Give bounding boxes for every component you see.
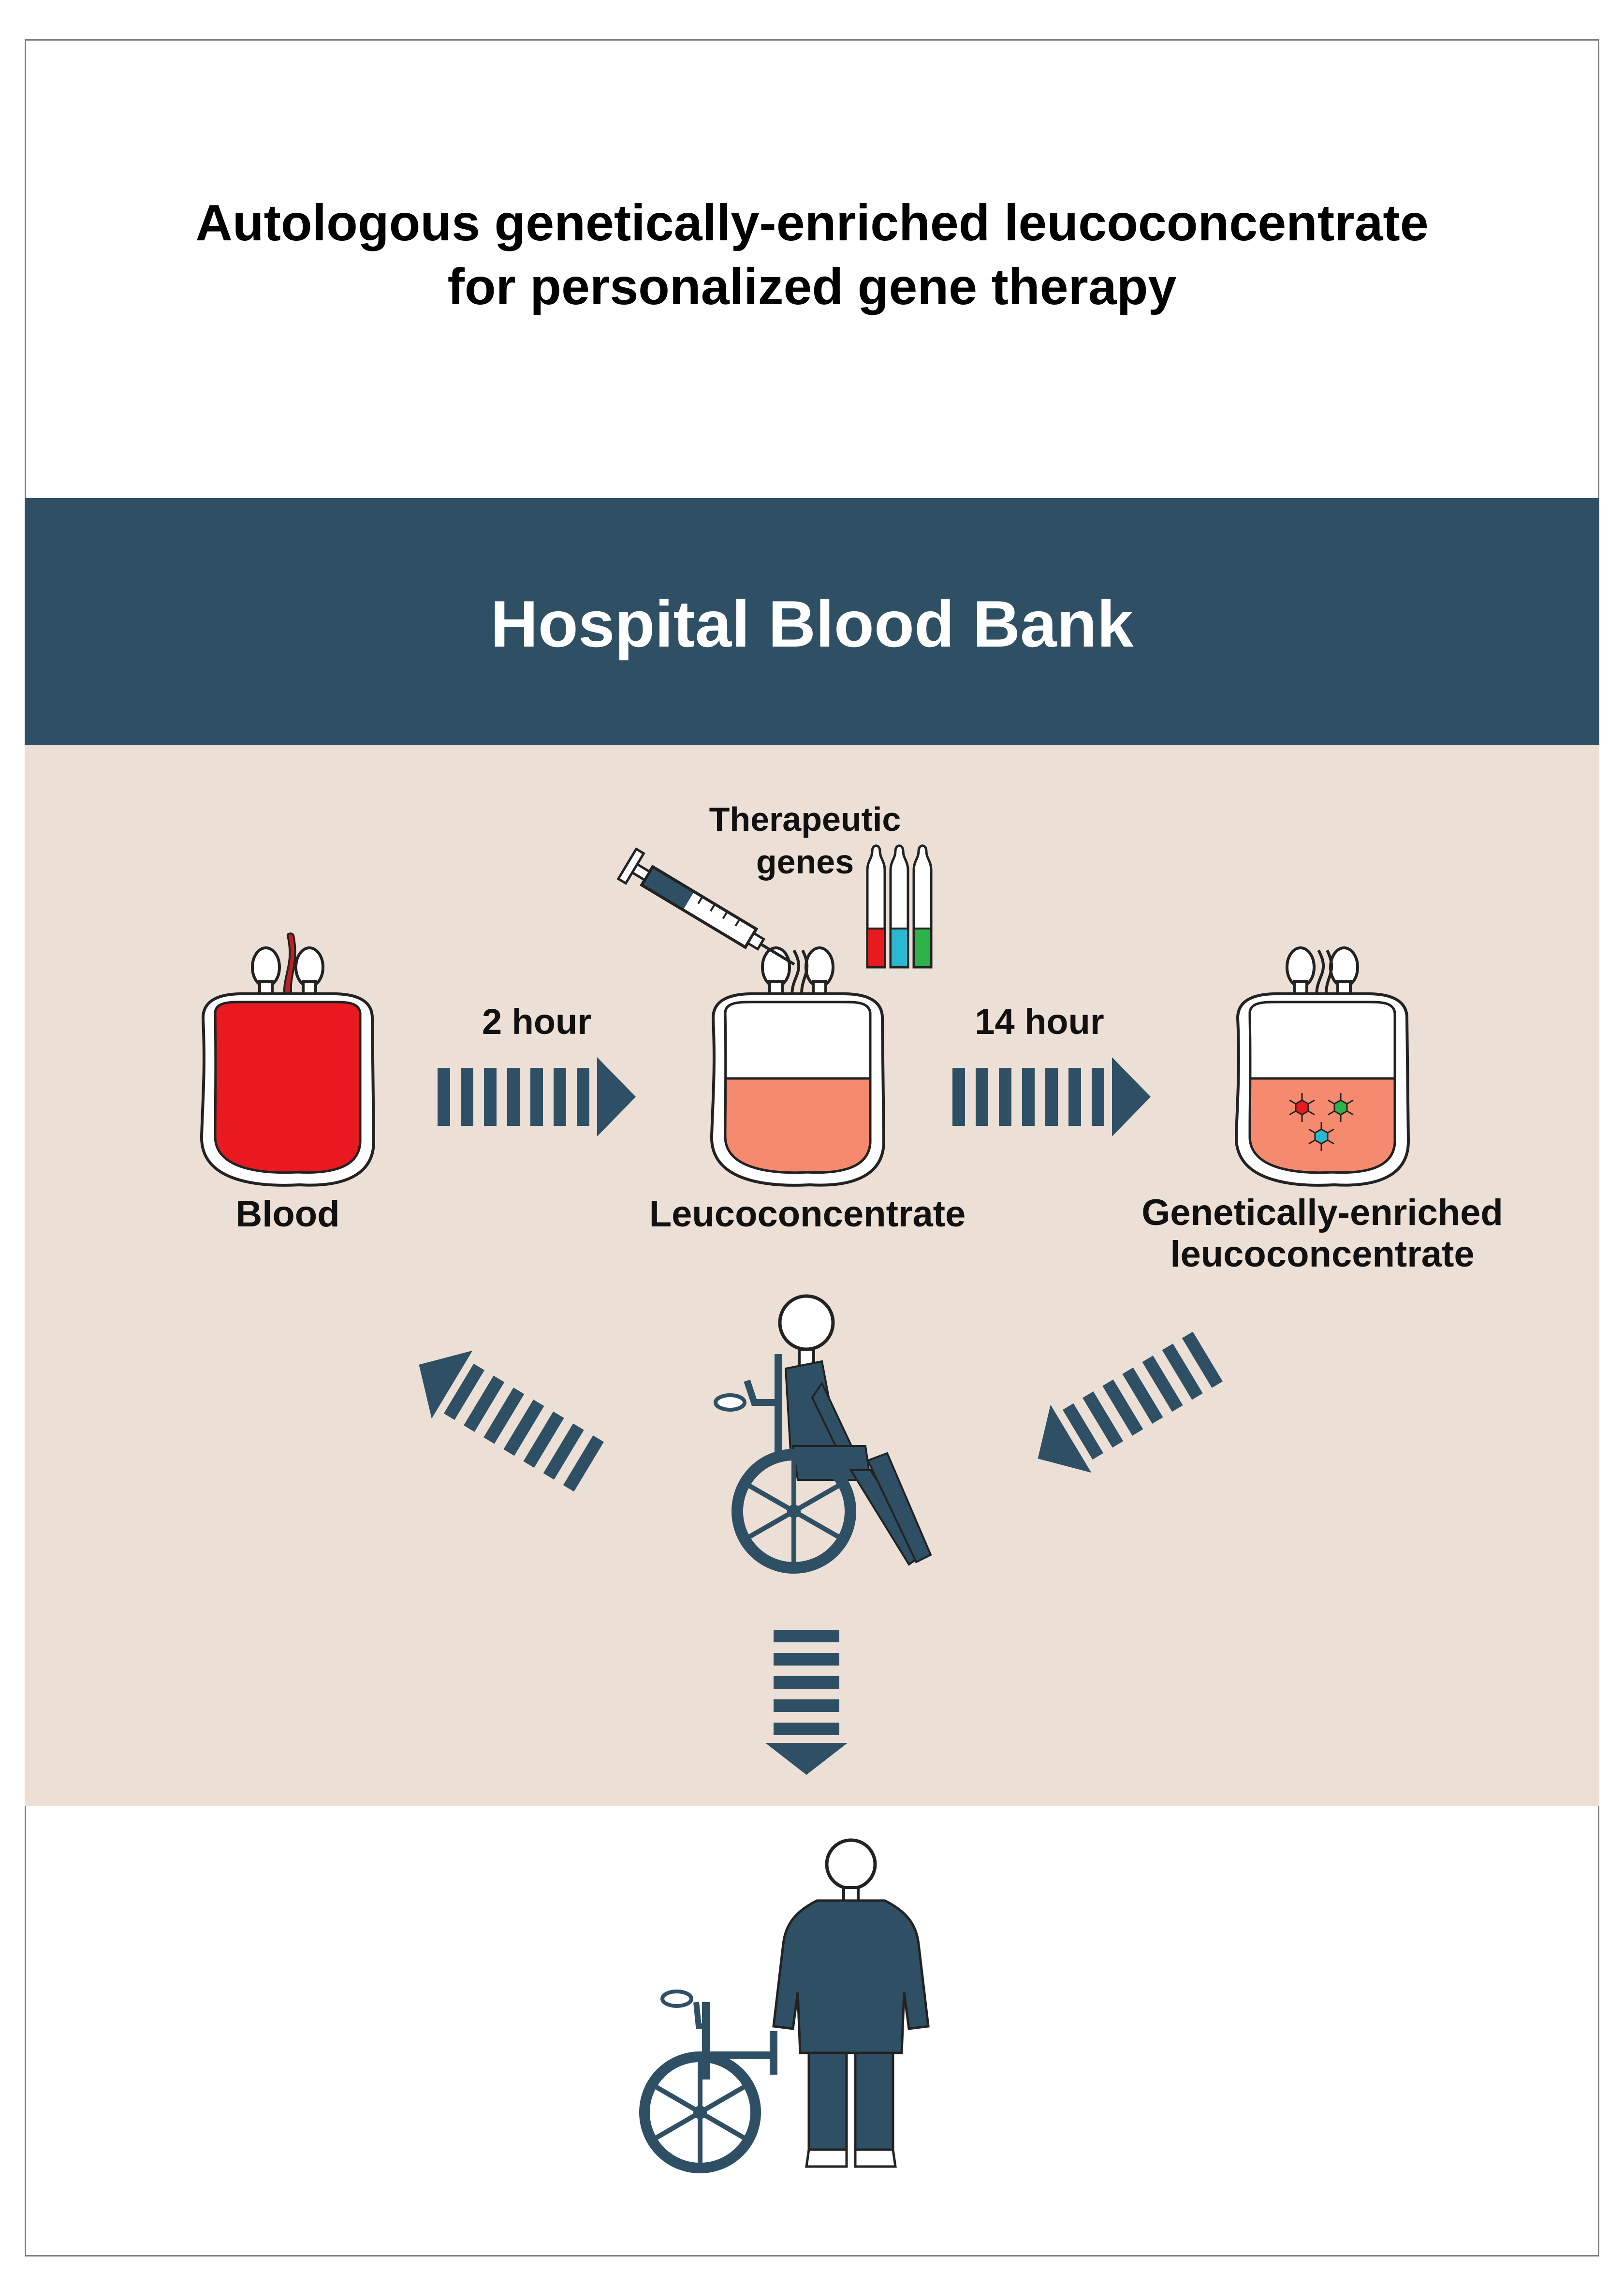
title-line-1: Autologous genetically-enriched leucocon… <box>195 194 1429 251</box>
leuco-bag-icon <box>712 946 884 1185</box>
recovered-patient-icon <box>639 1838 930 2173</box>
ampoule-icon <box>912 844 933 969</box>
hospital-banner: Hospital Blood Bank <box>25 498 1599 745</box>
dashed-arrow-icon <box>1038 1331 1223 1473</box>
dashed-arrow-icon <box>765 1630 848 1775</box>
blood-bag-icon <box>202 932 374 1185</box>
process-panel <box>25 745 1599 1806</box>
therapeutic-genes-label: Therapeutic genes <box>684 798 926 883</box>
dashed-arrow-icon <box>419 1350 604 1492</box>
therapeutic-line-2: genes <box>756 843 854 881</box>
step-label-enriched: Genetically-enriched leucoconcentrate <box>1105 1192 1540 1275</box>
enriched-line-1: Genetically-enriched <box>1141 1192 1503 1233</box>
step-label-blood: Blood <box>235 1194 340 1235</box>
step-label-leucoconcentrate: Leucoconcentrate <box>649 1194 966 1235</box>
ampoule-icon <box>889 844 909 969</box>
enriched-line-2: leucoconcentrate <box>1170 1234 1475 1275</box>
therapeutic-line-1: Therapeutic <box>709 800 901 838</box>
title-line-2: for personalized gene therapy <box>447 258 1177 315</box>
banner-label: Hospital Blood Bank <box>490 587 1134 661</box>
wheelchair-patient-icon <box>714 1294 932 1574</box>
duration-label-second: 14 hour <box>975 1002 1104 1042</box>
ampoule-icon <box>866 844 886 969</box>
dashed-arrow-icon <box>438 1057 636 1136</box>
syringe-icon <box>616 847 795 966</box>
dashed-arrow-icon <box>952 1057 1151 1136</box>
figure-title: Autologous genetically-enriched leucocon… <box>25 191 1599 319</box>
enriched-bag-icon <box>1236 946 1408 1185</box>
duration-label-first: 2 hour <box>482 1002 592 1042</box>
